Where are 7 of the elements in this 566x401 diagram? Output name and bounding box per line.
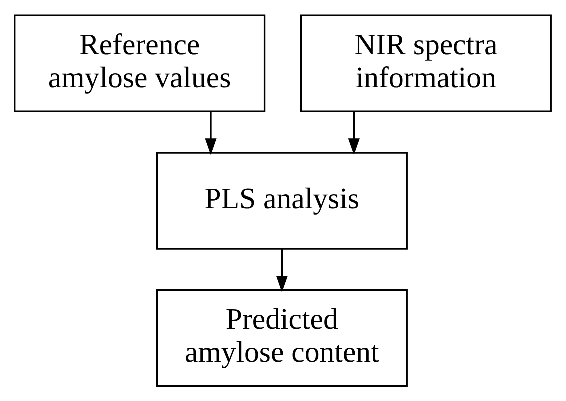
arrow	[276, 248, 288, 292]
node-box: Predicted amylose content	[156, 289, 408, 387]
arrow	[205, 111, 217, 155]
arrow	[348, 111, 360, 155]
node-box: NIR spectra information	[300, 14, 552, 112]
node-box: PLS analysis	[156, 152, 408, 250]
node-box: Reference amylose values	[14, 14, 266, 112]
